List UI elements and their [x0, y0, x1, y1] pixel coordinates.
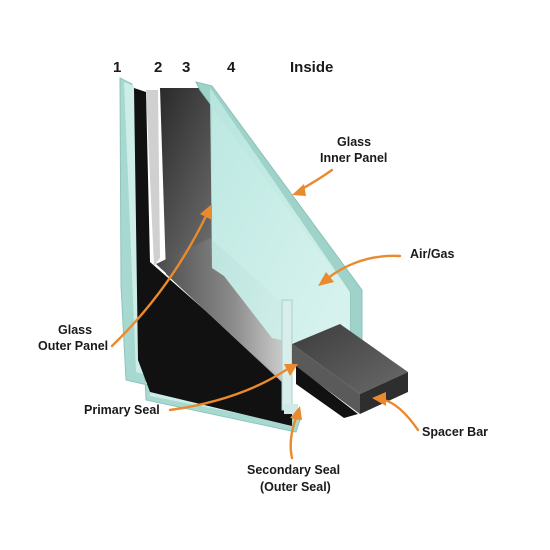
glass-inner-panel-label-line1: Glass: [337, 135, 371, 149]
cavity-floor: [156, 238, 286, 380]
spacer-bar-top: [292, 324, 408, 394]
glass-outer-edge: [284, 404, 298, 414]
surface-2-label: 2: [154, 59, 162, 76]
glass-outer-panel-label-line1: Glass: [58, 323, 92, 337]
arrow-glass-inner-panel: [292, 168, 334, 196]
air-gas-label: Air/Gas: [410, 247, 455, 261]
glass-outer-panel-label-line2: Outer Panel: [38, 339, 108, 353]
glass-edge-highlight: [146, 90, 160, 266]
glass-inner-panel-label-line2: Inner Panel: [320, 151, 387, 165]
surface-3-label: 3: [182, 59, 190, 76]
arrow-glass-outer-panel: [110, 204, 212, 348]
surface-1-label: 1: [113, 59, 121, 76]
arrow-secondary-seal: [289, 406, 302, 460]
secondary-seal-label-line1: Secondary Seal: [247, 463, 340, 477]
inside-label: Inside: [290, 59, 333, 76]
arrow-spacer-bar: [372, 392, 420, 432]
surface-4-label: 4: [227, 59, 236, 76]
secondary-seal: [134, 88, 292, 426]
spacer-bar-front: [292, 344, 360, 414]
primary-seal-label: Primary Seal: [84, 403, 160, 417]
spacer-bar-seal: [296, 366, 358, 418]
arrow-air-gas: [318, 254, 402, 286]
arrow-primary-seal: [168, 364, 298, 412]
spacer-bar-label: Spacer Bar: [422, 425, 488, 439]
glass-inner-panel-face: [210, 88, 350, 354]
glass-inner-edge: [281, 299, 293, 411]
secondary-seal-label-line2: (Outer Seal): [260, 480, 331, 494]
